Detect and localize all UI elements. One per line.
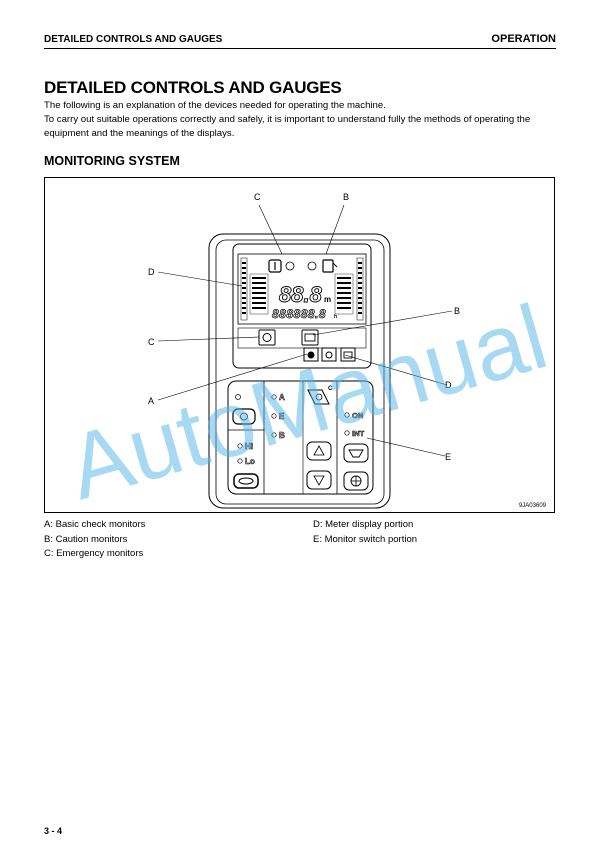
travel-speed-button[interactable] [233,473,259,489]
legend-right-column: D: Meter display portion E: Monitor swit… [313,518,417,547]
callout-d-left: D [148,267,155,277]
mode-a-label: A [279,393,285,402]
battery-charge-icon [301,329,319,346]
down-arrow-button[interactable] [306,470,332,490]
callout-c-left: C [148,337,155,347]
legend-item: C: Emergency monitors [44,548,144,559]
page-number: 3 - 4 [44,826,63,836]
callout-c-top: C [254,192,261,202]
engine-oil-pressure-icon [258,329,276,346]
intro-line-2: To carry out suitable operations correct… [44,114,531,139]
legend-left-column: A: Basic check monitors B: Caution monit… [44,518,145,562]
coolant-temperature-icon [268,259,282,273]
working-mode-button[interactable] [232,408,256,425]
lcd-screen [237,253,367,325]
service-meter-unit: h [334,314,337,320]
legend-item: D: Meter display portion [313,519,414,530]
left-bar-gauge [240,257,269,321]
legend-item: B: Caution monitors [44,533,128,545]
wiper-button[interactable] [343,443,369,463]
intro-line-1: The following is an explanation of the d… [44,100,386,111]
service-meter-readout: 888888.8 [272,307,326,321]
callout-e-right: E [445,452,451,462]
fuel-level-icon [322,259,338,273]
up-arrow-button[interactable] [306,441,332,461]
auto-deceleration-icon [307,389,330,405]
mode-c-label: C [328,386,333,392]
monitoring-system-figure: 88.8 m 888888.8 h [44,177,555,513]
panel-bezel [215,239,385,505]
indicator-lamp-icon [285,261,295,271]
display-frame [232,243,372,369]
legend-item: A: Basic check monitors [44,519,146,530]
header-chapter-title: OPERATION [491,33,556,45]
wiper-int-label: INT [352,429,365,438]
callout-a-left: A [148,396,154,406]
figure-code: 9JA03609 [518,503,546,509]
indicator-lamp-icon [307,261,317,271]
wiper-on-label: ON [352,411,363,420]
callout-d-right: D [445,380,452,390]
main-digit-readout: 88.8 [279,282,323,307]
mode-lamp-icon [235,394,241,400]
right-bar-gauge [334,257,364,321]
travel-speed-hi-label: Hi [245,442,253,451]
callout-leader-lines [157,204,453,457]
intro-paragraph: The following is an explanation of the d… [44,99,558,141]
travel-speed-lo-label: Lo [245,457,255,466]
callout-b-top: B [343,192,349,202]
legend-item: E: Monitor switch portion [313,533,418,545]
monitor-panel-diagram: 88.8 m 888888.8 h [148,192,460,509]
panel-housing [208,233,391,509]
page-title: DETAILED CONTROLS AND GAUGES [44,78,342,97]
callout-b-right: B [454,306,460,316]
switch-panel [227,380,374,495]
header-section-title: DETAILED CONTROLS AND GAUGES [44,34,223,45]
mode-b-label: B [279,431,285,440]
main-unit-label: m [324,295,331,304]
basic-check-monitor-icons [303,347,356,362]
window-washer-button[interactable] [343,471,369,491]
running-header: DETAILED CONTROLS AND GAUGES OPERATION [44,32,556,49]
mode-e-label: E [279,412,285,421]
section-title: MONITORING SYSTEM [44,154,180,168]
